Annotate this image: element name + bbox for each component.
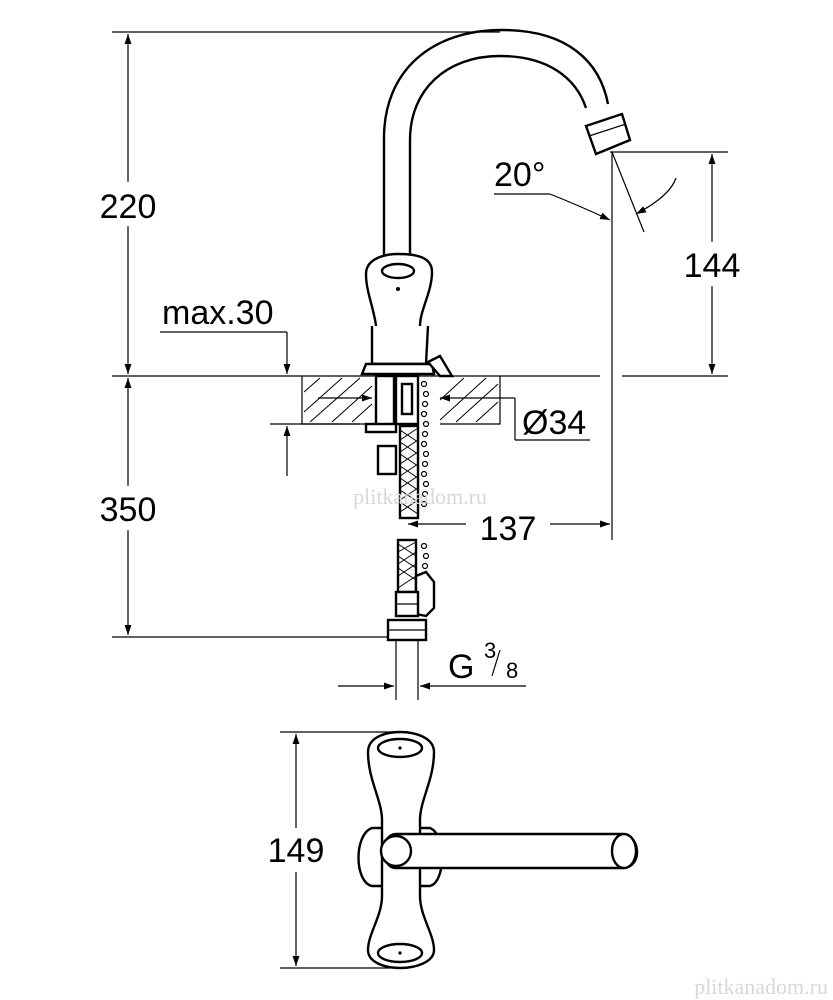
faucet-side-view: [360, 28, 632, 700]
dim-144-label: 144: [684, 247, 741, 285]
dimension-149: 149: [258, 731, 400, 969]
countertop-section: Ø34: [301, 376, 590, 442]
dimension-thread: G 3 8: [338, 638, 526, 690]
dim-350-label: 350: [100, 491, 157, 529]
dim-thread-den: 8: [506, 658, 518, 683]
dimension-137: 137: [408, 510, 610, 548]
dim-220-label: 220: [100, 188, 157, 226]
watermark-corner: plitkanadom.ru: [694, 974, 828, 999]
dim-149-label: 149: [268, 832, 325, 870]
dim-thread-main: G: [448, 648, 474, 686]
dimension-350: 350: [88, 378, 395, 638]
dimension-max30: max.30: [160, 294, 360, 476]
watermark-center: plitkanadom.ru: [353, 484, 487, 509]
dim-137-label: 137: [480, 510, 537, 548]
dim-diameter-label: Ø34: [522, 404, 586, 442]
faucet-top-view: [357, 730, 639, 970]
dim-thread-num: 3: [484, 638, 496, 663]
dimension-angle: 20°: [494, 151, 677, 233]
dim-angle-label: 20°: [494, 156, 545, 194]
dimension-220: 220: [88, 31, 500, 374]
dim-max30-label: max.30: [162, 294, 274, 332]
dimension-144: 144: [610, 151, 750, 540]
